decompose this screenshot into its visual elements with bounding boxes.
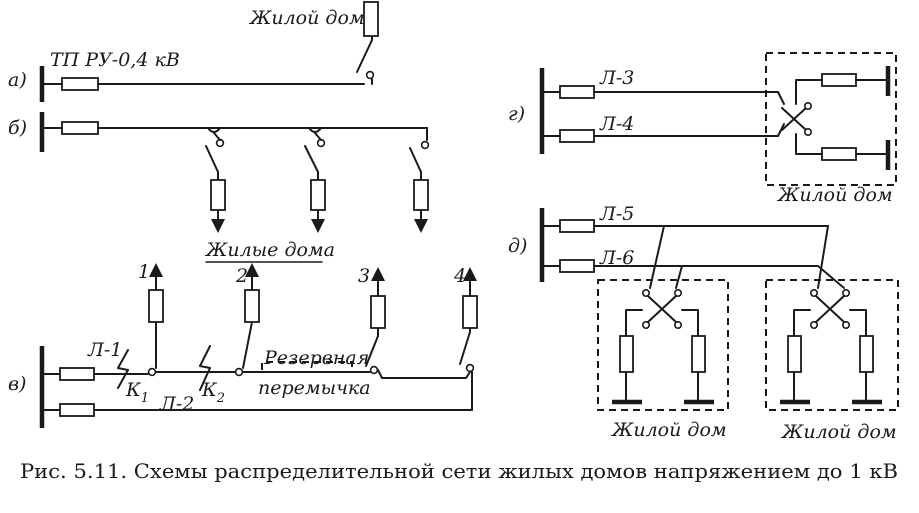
house-label-g: Жилой дом [776,184,893,206]
switch-blade-b2 [304,145,319,173]
fuse-l4 [559,129,595,143]
figure-caption: Рис. 5.11. Схемы распределительной сети … [20,459,898,483]
switch-blade-b3 [409,147,422,173]
house-box-g [765,52,897,186]
house-fuse-a [363,1,379,37]
line-label-l3: Л-3 [599,67,634,89]
switch-blade-b1 [205,145,219,173]
fault-k1-icon [117,349,129,389]
line-label-l5: Л-5 [599,203,634,225]
changeover-d1-blade-2 [647,295,677,323]
house-fuse-b3 [413,179,429,211]
reserve-label-1: Резервная [263,347,369,369]
switch-blade-a [356,39,373,73]
fuse-l2 [59,403,95,417]
house-label-d2: Жилой дом [780,421,897,443]
fuse-l3 [559,85,595,99]
house-number-1: 1 [138,261,150,283]
line-label-l2: Л-2 [159,393,194,415]
scheme-v-letter: в) [8,373,26,395]
scheme-v: в) 1 2 3 4 Л-1 Л [8,261,478,428]
scheme-d: д) Л-5 Л-6 Жилой дом [508,203,899,443]
fuse-b [61,121,99,135]
house-fuse-g1 [821,73,857,87]
line-label-l1: Л-1 [87,339,122,361]
house-fuse-d2b [859,335,874,373]
fuse-l6 [559,259,595,273]
scheme-a-letter: а) [8,69,27,91]
fault-k2-label: К2 [201,379,225,406]
scheme-d-letter: д) [508,235,527,257]
line-label-l4: Л-4 [599,113,634,135]
house-number-2: 2 [235,265,248,287]
fuse-a [61,77,99,91]
house-label-d1: Жилой дом [610,419,727,441]
house-box-d2 [765,279,899,411]
house-fuse-v2 [244,289,260,323]
house-number-4: 4 [453,265,466,287]
house-fuse-b2 [310,179,326,211]
scheme-b-letter: б) [8,117,27,139]
fault-k1-label: К1 [125,379,149,406]
house-fuse-d2a [787,335,802,373]
house-fuse-g2 [821,147,857,161]
house-fuse-v4 [462,295,478,329]
house-fuse-v3 [370,295,386,329]
reserve-label-2: перемычка [258,377,371,399]
scheme-a: а) ТП РУ-0,4 кВ Жилой дом [8,1,379,102]
house-fuse-b1 [210,179,226,211]
house-label-a: Жилой дом [248,7,365,29]
reserve-jumper-dashed [261,361,353,370]
scheme-b: б) Жилые дома [8,112,430,263]
fault-k2-icon [199,345,211,391]
house-fuse-d1b [691,335,706,373]
house-box-d1 [597,279,729,411]
scheme-g: г) Л-3 Л-4 Жилой дом [508,52,897,206]
switch-contact-a [365,70,375,80]
house-fuse-v1 [148,289,164,323]
line-segment-34 [377,369,471,379]
house-number-3: 3 [358,265,370,287]
changeover-blade-2 [781,107,807,131]
fuse-l5 [559,219,595,233]
line-label-l6: Л-6 [599,247,634,269]
scheme-g-letter: г) [508,103,525,125]
house-fuse-d1a [619,335,634,373]
source-label: ТП РУ-0,4 кВ [50,49,180,71]
changeover-d2-blade-2 [815,295,845,323]
houses-label: Жилые дома [204,239,335,261]
fuse-l1 [59,367,95,381]
